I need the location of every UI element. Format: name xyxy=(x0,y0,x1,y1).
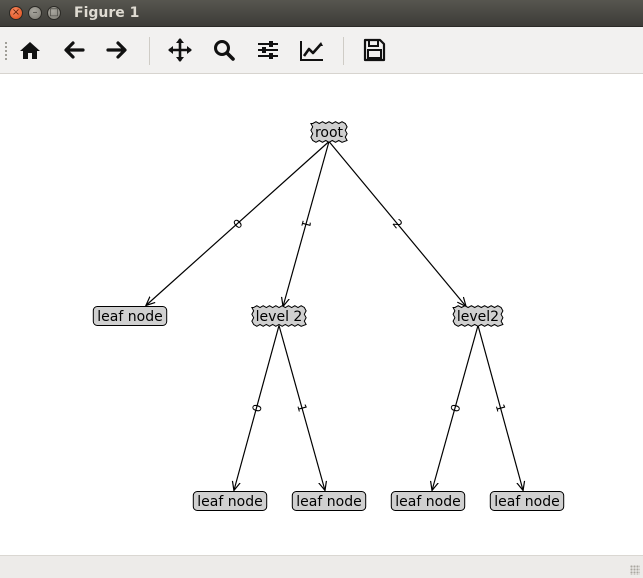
floppy-disk-icon xyxy=(363,38,386,62)
title-bar: × – □ Figure 1 xyxy=(0,0,643,27)
tree-edge xyxy=(328,141,466,307)
leaf-node-box xyxy=(390,491,466,511)
tree-node: leaf node xyxy=(192,491,268,511)
home-icon xyxy=(20,42,40,59)
move-icon xyxy=(168,38,192,62)
node-label: level 2 xyxy=(256,309,303,325)
leaf-node-box xyxy=(489,491,565,511)
toolbar-separator xyxy=(149,37,150,65)
decision-node-box xyxy=(251,305,307,327)
node-label: level2 xyxy=(457,309,499,325)
node-label: leaf node xyxy=(494,494,559,510)
save-button[interactable] xyxy=(359,35,389,65)
search-icon xyxy=(214,40,235,61)
tree-edge xyxy=(283,141,330,307)
home-button[interactable] xyxy=(15,35,45,65)
navigation-toolbar xyxy=(0,27,643,74)
toolbar-grip[interactable] xyxy=(4,41,8,61)
arrow-right-icon xyxy=(106,41,127,59)
node-label: leaf node xyxy=(97,309,162,325)
node-label: leaf node xyxy=(296,494,361,510)
tree-edge xyxy=(432,325,479,491)
tree-node: leaf node xyxy=(92,306,168,326)
edge-label: 1 xyxy=(294,402,310,413)
leaf-node-box xyxy=(192,491,268,511)
node-label: root xyxy=(315,125,344,141)
arrow-left-icon xyxy=(64,41,85,59)
close-window-button[interactable]: × xyxy=(9,6,23,20)
forward-button[interactable] xyxy=(102,35,132,65)
node-label: leaf node xyxy=(197,494,262,510)
tree-edge xyxy=(477,325,523,491)
edge-label: 1 xyxy=(493,402,509,413)
resize-grip[interactable] xyxy=(630,565,640,575)
leaf-node-box xyxy=(291,491,367,511)
tree-edge xyxy=(278,325,325,491)
tree-node: root xyxy=(310,121,348,143)
edge-label: 0 xyxy=(249,402,265,413)
edge-label: 2 xyxy=(390,217,406,232)
tree-node: leaf node xyxy=(291,491,367,511)
toolbar-separator xyxy=(343,37,344,65)
edge-label: 0 xyxy=(447,402,463,413)
status-bar xyxy=(0,555,643,578)
tree-edge xyxy=(146,141,330,306)
zoom-button[interactable] xyxy=(209,35,239,65)
tree-edge xyxy=(234,325,280,491)
pan-button[interactable] xyxy=(165,35,195,65)
tree-node: level 2 xyxy=(251,305,307,327)
edit-axis-button[interactable] xyxy=(297,35,327,65)
line-chart-icon xyxy=(300,41,323,61)
tree-node: leaf node xyxy=(390,491,466,511)
edge-label: 1 xyxy=(298,218,314,229)
maximize-window-button[interactable]: □ xyxy=(47,6,61,20)
minimize-window-button[interactable]: – xyxy=(28,6,42,20)
node-label: leaf node xyxy=(395,494,460,510)
decision-node-box xyxy=(310,121,348,143)
window-title: Figure 1 xyxy=(74,5,140,21)
tree-node: level2 xyxy=(452,305,504,327)
back-button[interactable] xyxy=(59,35,89,65)
sliders-icon xyxy=(258,41,278,59)
leaf-node-box xyxy=(92,306,168,326)
tree-node: leaf node xyxy=(489,491,565,511)
decision-node-box xyxy=(452,305,504,327)
configure-subplots-button[interactable] xyxy=(253,35,283,65)
